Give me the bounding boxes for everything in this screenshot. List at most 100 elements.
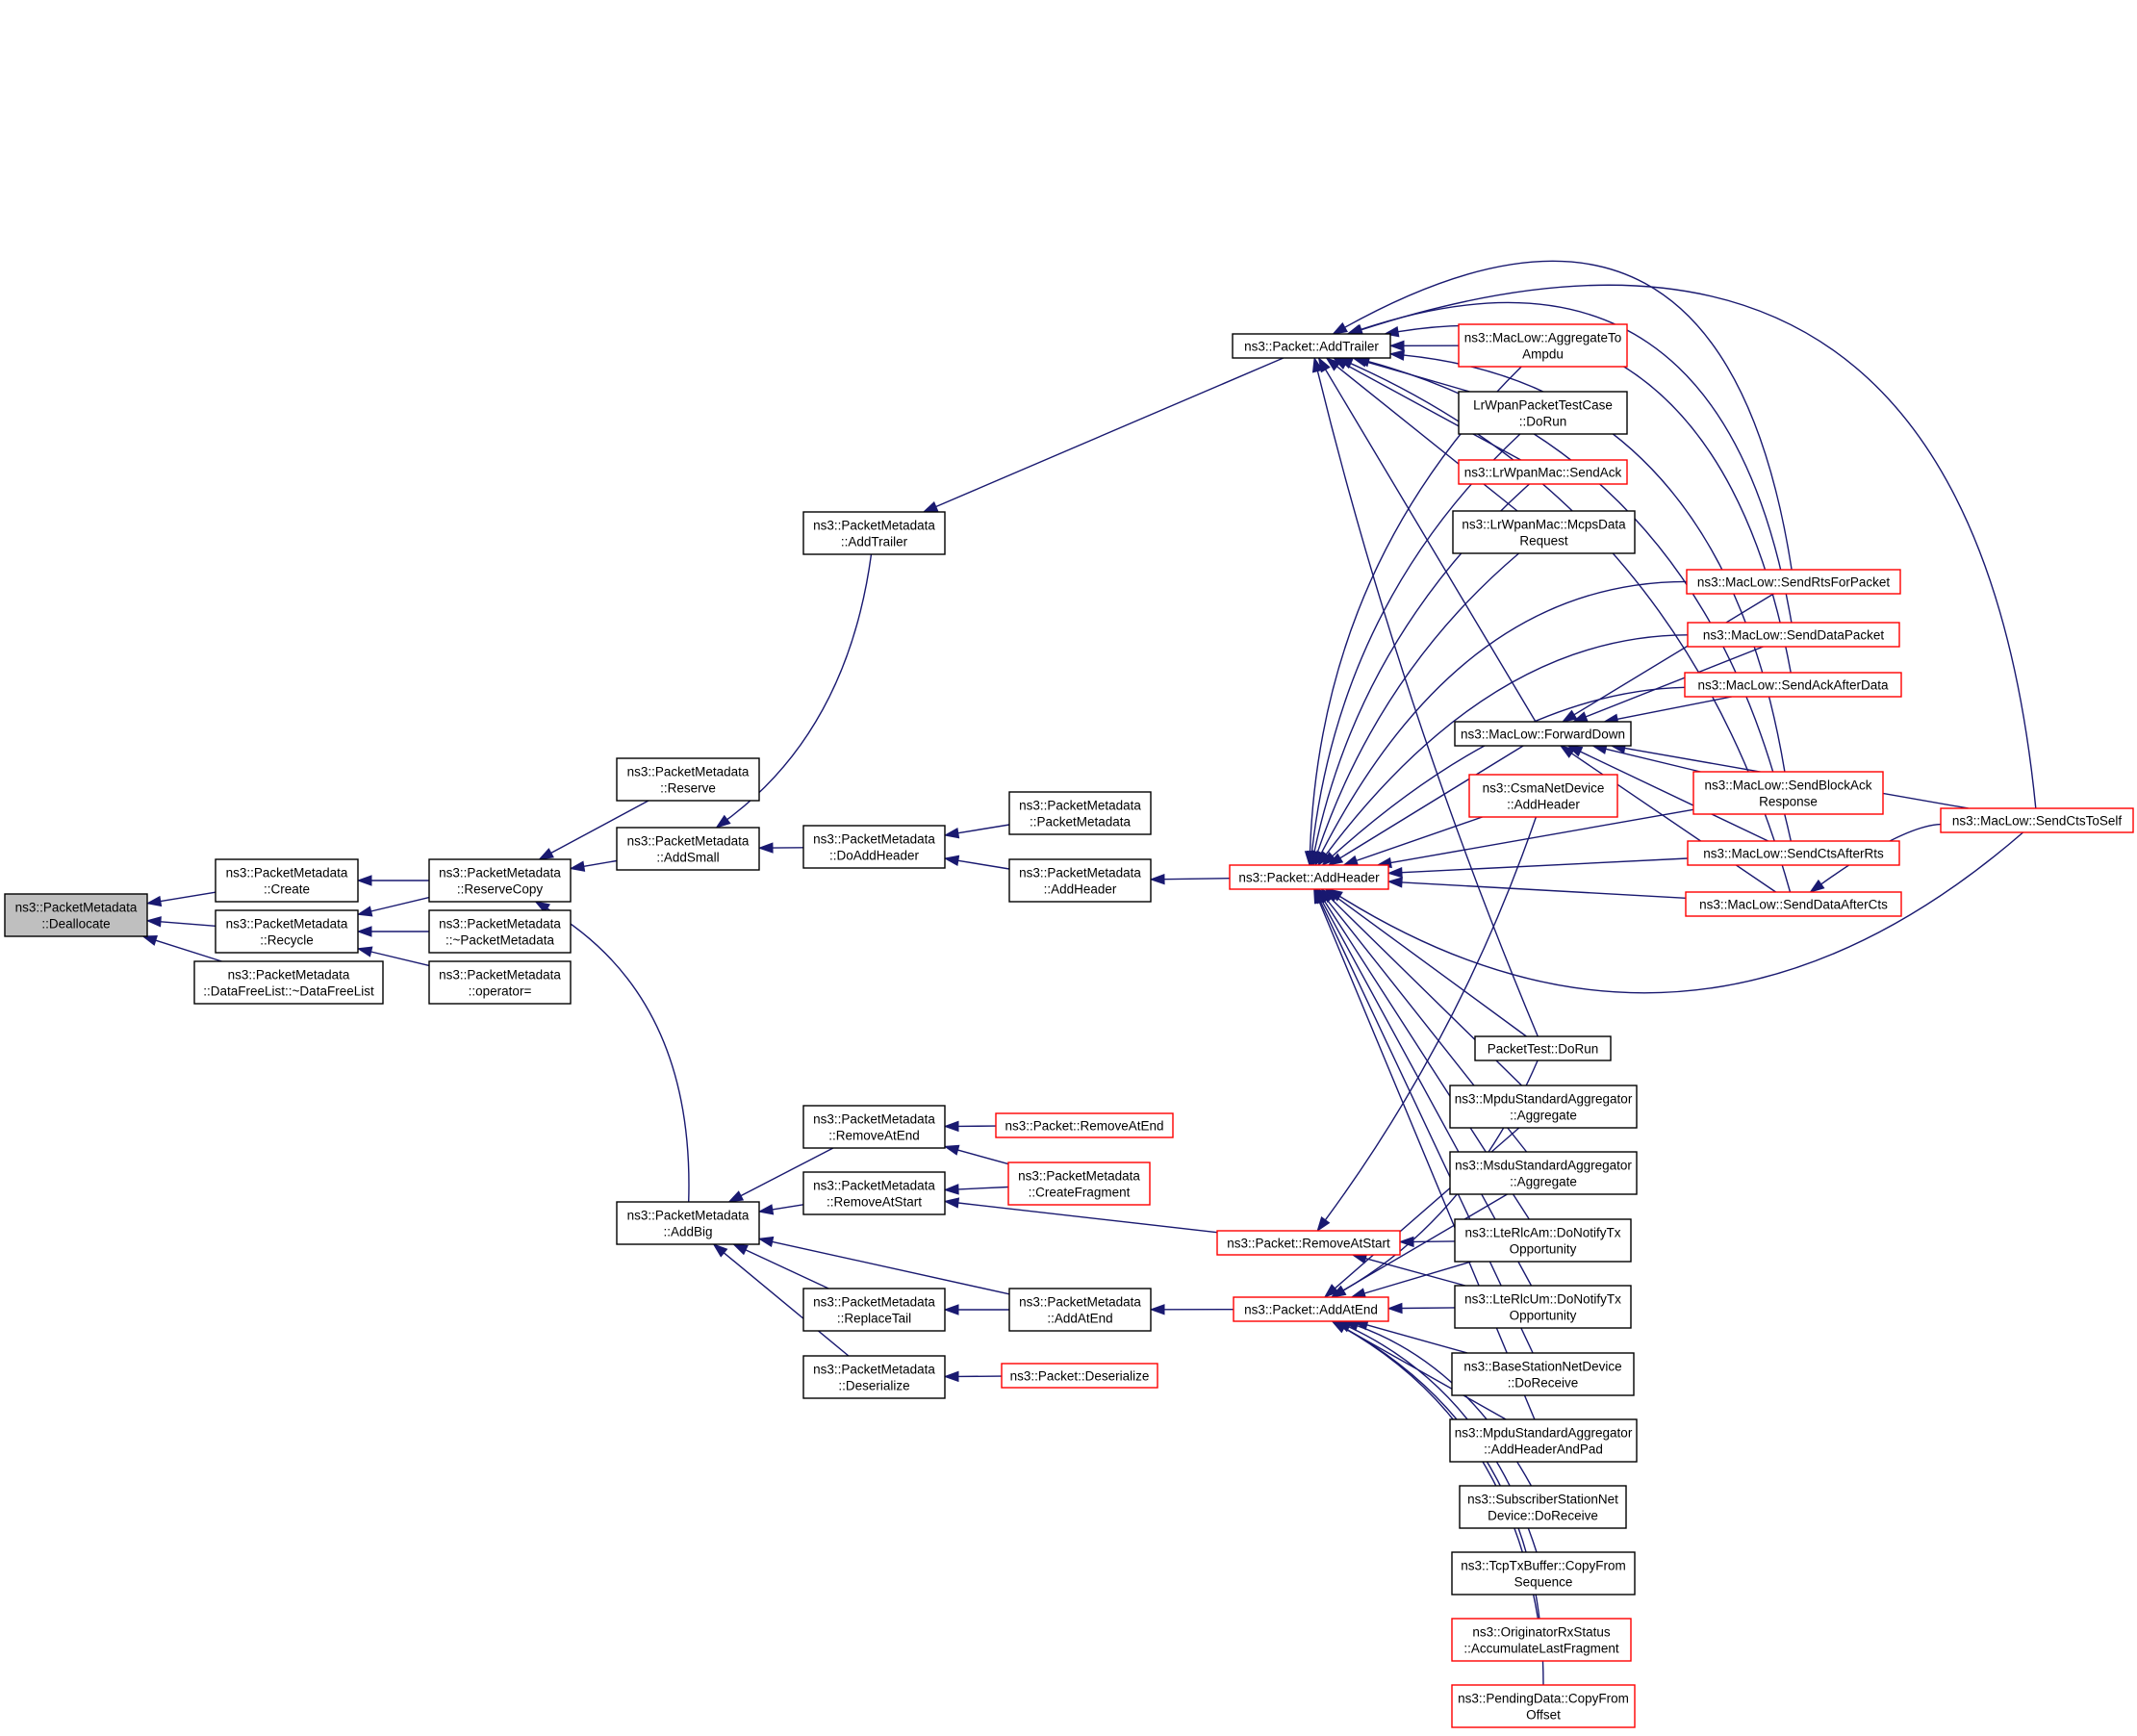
- graph-node-reserve[interactable]: ns3::PacketMetadata::Reserve: [616, 757, 760, 802]
- graph-node-pm_addtrailer[interactable]: ns3::PacketMetadata::AddTrailer: [802, 511, 946, 555]
- graph-edge: [943, 1120, 997, 1133]
- graph-edge-line: [1366, 1324, 1468, 1354]
- graph-edge: [538, 800, 649, 860]
- graph-node-addbig[interactable]: ns3::PacketMetadata::AddBig: [616, 1201, 760, 1245]
- graph-node-box: [1940, 807, 2134, 833]
- graph-node-box: [1008, 1288, 1152, 1332]
- graph-node-msdu_aggregate[interactable]: ns3::MsduStandardAggregator::Aggregate: [1449, 1151, 1638, 1195]
- graph-edge: [1311, 356, 1539, 1037]
- graph-node-opeq[interactable]: ns3::PacketMetadata::operator=: [428, 960, 572, 1005]
- graph-edge: [1561, 593, 1774, 723]
- graph-node-recycle[interactable]: ns3::PacketMetadata::Recycle: [215, 909, 359, 954]
- graph-node-pm_deserialize[interactable]: ns3::PacketMetadata::Deserialize: [802, 1355, 946, 1399]
- graph-node-pm_removeatend[interactable]: ns3::PacketMetadata::RemoveAtEnd: [802, 1105, 946, 1149]
- graph-edge: [757, 842, 804, 854]
- graph-edge: [1332, 260, 1793, 571]
- graph-edge-arrowhead: [1323, 1284, 1339, 1298]
- graph-node-box: [802, 825, 946, 869]
- graph-node-lrwpan_sendack[interactable]: ns3::LrWpanMac::SendAck: [1458, 459, 1628, 485]
- graph-node-p_removeatend[interactable]: ns3::Packet::RemoveAtEnd: [995, 1112, 1174, 1138]
- graph-edge: [1325, 357, 1518, 512]
- graph-edge-line: [1361, 284, 2037, 809]
- graph-edge-arrowhead: [1387, 1302, 1403, 1315]
- graph-node-mpdu_aggregate[interactable]: ns3::MpduStandardAggregator::Aggregate: [1449, 1085, 1638, 1129]
- graph-node-p_createfragment[interactable]: ns3::PacketMetadata::CreateFragment: [1007, 1162, 1151, 1206]
- graph-node-label: ns3::PacketMetadata: [813, 519, 935, 533]
- graph-node-lrwpantest[interactable]: LrWpanPacketTestCase::DoRun: [1458, 391, 1628, 435]
- graph-edge: [356, 896, 430, 917]
- graph-node-label: ns3::PacketMetadata: [1019, 1295, 1141, 1310]
- graph-edge: [145, 916, 216, 928]
- graph-node-dealloc[interactable]: ns3::PacketMetadata::Deallocate: [4, 893, 148, 937]
- graph-node-label: ::Aggregate: [1510, 1175, 1577, 1189]
- graph-node-packettest[interactable]: PacketTest::DoRun: [1474, 1035, 1612, 1061]
- graph-node-origrx[interactable]: ns3::OriginatorRxStatus::AccumulateLastF…: [1451, 1618, 1632, 1662]
- graph-node-ml_sendctstoself[interactable]: ns3::MacLow::SendCtsToSelf: [1940, 807, 2134, 833]
- graph-node-box: [1458, 323, 1628, 368]
- graph-node-label: ::DoAddHeader: [829, 849, 920, 863]
- graph-node-csma_addheader[interactable]: ns3::CsmaNetDevice::AddHeader: [1468, 774, 1618, 818]
- graph-edge-line: [1412, 1240, 1456, 1243]
- graph-node-label: ns3::PacketMetadata: [627, 1209, 750, 1223]
- graph-node-label: ns3::PacketMetadata: [439, 917, 561, 932]
- graph-node-p_addatend[interactable]: ns3::Packet::AddAtEnd: [1233, 1296, 1389, 1322]
- graph-node-ml_forwarddown[interactable]: ns3::MacLow::ForwardDown: [1454, 721, 1632, 747]
- graph-node-mpdu_addheaderpad[interactable]: ns3::MpduStandardAggregator::AddHeaderAn…: [1449, 1418, 1638, 1463]
- graph-node-pmctor[interactable]: ns3::PacketMetadata::PacketMetadata: [1008, 791, 1152, 835]
- graph-node-box: [1454, 1285, 1632, 1329]
- graph-node-label: PacketTest::DoRun: [1488, 1042, 1599, 1057]
- graph-edge-arrowhead: [1342, 855, 1360, 866]
- graph-node-ssnd_receive[interactable]: ns3::SubscriberStationNetDevice::DoRecei…: [1459, 1485, 1627, 1529]
- graph-edge-line: [1339, 831, 2024, 994]
- graph-node-ml_sendrts[interactable]: ns3::MacLow::SendRtsForPacket: [1686, 569, 1901, 595]
- graph-edge-arrowhead: [569, 860, 586, 872]
- graph-node-ml_senddataaftercts[interactable]: ns3::MacLow::SendDataAfterCts: [1685, 891, 1902, 917]
- graph-node-pm_addheader[interactable]: ns3::PacketMetadata::AddHeader: [1008, 858, 1152, 903]
- graph-node-label: ns3::Packet::RemoveAtStart: [1227, 1237, 1390, 1251]
- graph-node-p_addheader[interactable]: ns3::Packet::AddHeader: [1229, 864, 1389, 890]
- graph-node-reservecopy[interactable]: ns3::PacketMetadata::ReserveCopy: [428, 858, 572, 903]
- graph-node-ml_sendackafter[interactable]: ns3::MacLow::SendAckAfterData: [1684, 672, 1902, 698]
- graph-edge-line: [1820, 823, 1942, 885]
- graph-node-box: [802, 511, 946, 555]
- graph-node-label: Request: [1519, 534, 1568, 549]
- graph-node-ml_senddata[interactable]: ns3::MacLow::SendDataPacket: [1687, 622, 1900, 648]
- graph-node-ml_sendctsafterrts[interactable]: ns3::MacLow::SendCtsAfterRts: [1687, 840, 1900, 866]
- graph-edge: [1809, 823, 1942, 893]
- graph-node-pm_addatend[interactable]: ns3::PacketMetadata::AddAtEnd: [1008, 1288, 1152, 1332]
- graph-node-doaddheader[interactable]: ns3::PacketMetadata::DoAddHeader: [802, 825, 946, 869]
- graph-node-label: ns3::PacketMetadata: [813, 832, 935, 847]
- graph-node-label: ns3::PacketMetadata: [228, 968, 350, 983]
- graph-node-addsmall[interactable]: ns3::PacketMetadata::AddSmall: [616, 827, 760, 871]
- graph-node-create[interactable]: ns3::PacketMetadata::Create: [215, 858, 359, 903]
- graph-node-dtor[interactable]: ns3::PacketMetadata::~PacketMetadata: [428, 909, 572, 954]
- graph-node-label: ns3::PacketMetadata: [226, 866, 348, 881]
- graph-node-p_addtrailer[interactable]: ns3::Packet::AddTrailer: [1232, 333, 1391, 359]
- graph-edge: [145, 891, 216, 907]
- graph-edge: [1313, 887, 1536, 1420]
- graph-edge-line: [1390, 808, 1694, 864]
- graph-edge-arrowhead: [731, 1243, 749, 1256]
- graph-node-dfl[interactable]: ns3::PacketMetadata::DataFreeList::~Data…: [193, 960, 384, 1005]
- graph-node-label: ns3::MacLow::SendDataPacket: [1703, 628, 1885, 643]
- graph-edge-line: [1324, 816, 1538, 1221]
- graph-node-label: ns3::PacketMetadata: [813, 1295, 935, 1310]
- graph-node-label: ns3::PacketMetadata: [1019, 799, 1141, 813]
- graph-node-box: [1449, 1085, 1638, 1129]
- graph-node-pm_removeatstart[interactable]: ns3::PacketMetadata::RemoveAtStart: [802, 1171, 946, 1215]
- graph-node-p_removeatstart[interactable]: ns3::Packet::RemoveAtStart: [1216, 1230, 1401, 1256]
- graph-node-p_deserialize[interactable]: ns3::Packet::Deserialize: [1001, 1363, 1158, 1389]
- graph-edge-arrowhead: [715, 814, 731, 829]
- graph-node-label: ns3::PacketMetadata: [1019, 866, 1141, 881]
- graph-node-pm_replacetail[interactable]: ns3::PacketMetadata::ReplaceTail: [802, 1288, 946, 1332]
- graph-edge-line: [155, 939, 222, 962]
- graph-node-label: LrWpanPacketTestCase: [1473, 398, 1613, 413]
- graph-node-bsnd_receive[interactable]: ns3::BaseStationNetDevice::DoReceive: [1451, 1352, 1635, 1396]
